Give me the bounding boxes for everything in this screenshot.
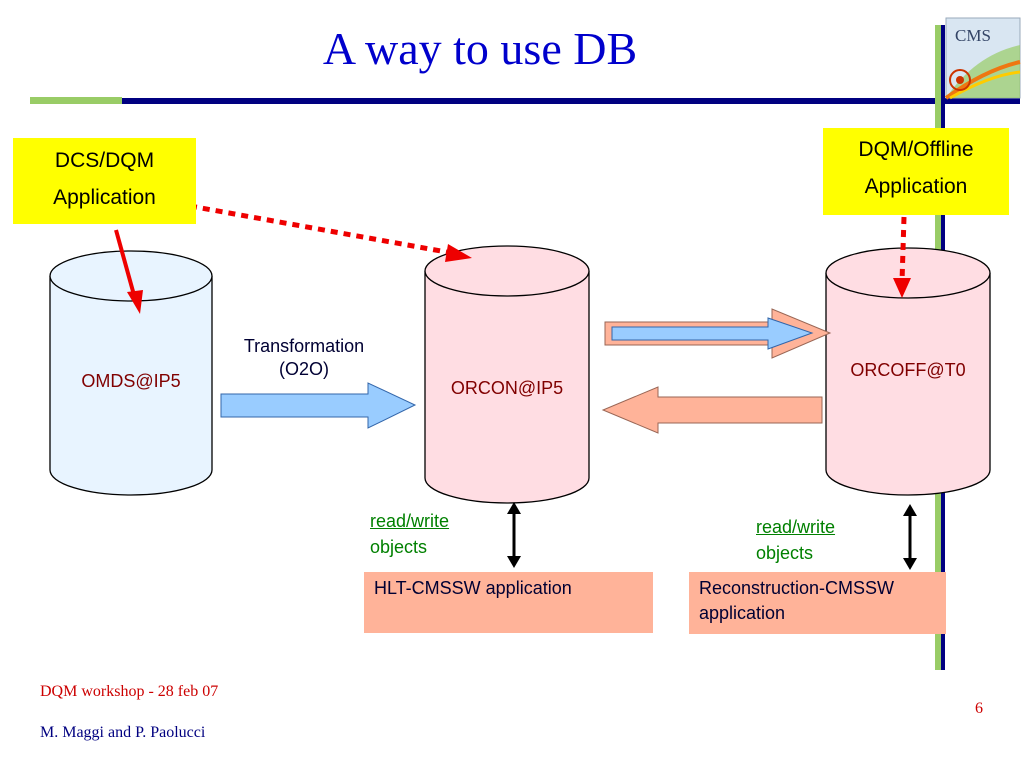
dqm-offline-label: DQM/Offline	[858, 138, 974, 161]
header-bar-green	[30, 97, 122, 104]
cms-logo-text: CMS	[955, 26, 991, 45]
dqm-offline-app-box: DQM/Offline Application	[823, 128, 1009, 215]
hlt-objects-label: objects	[370, 537, 428, 557]
orcon-to-orcoff-arrow	[604, 308, 832, 359]
page-number: 6	[975, 700, 983, 717]
reco-objects-label: objects	[756, 543, 814, 563]
transformation-text: Transformation	[243, 336, 365, 356]
reco-read-write-label: read/write	[756, 517, 836, 537]
orcoff-cylinder	[825, 247, 991, 496]
footer-event: DQM workshop - 28 feb 07	[40, 683, 219, 700]
hlt-double-arrow	[507, 502, 521, 568]
dcs-to-orcon-dotted-arrow	[189, 203, 472, 262]
omds-cylinder	[49, 250, 213, 496]
transformation-label: Transformation (O2O)	[222, 335, 386, 380]
slide-title: A way to use DB	[322, 23, 638, 74]
reco-application-label: application	[699, 603, 786, 624]
reco-cmssw-app-box: Reconstruction-CMSSW application	[689, 572, 946, 634]
dcs-dqm-app-box: DCS/DQM Application	[13, 138, 196, 224]
hlt-cmssw-label: HLT-CMSSW application	[374, 578, 572, 598]
o2o-text: (O2O)	[278, 358, 329, 379]
header-bar-dark	[122, 98, 1020, 104]
offline-to-orcoff-dotted-arrow	[893, 216, 911, 298]
dcs-to-omds-arrow	[114, 229, 143, 314]
footer-authors: M. Maggi and P. Paolucci	[40, 724, 206, 741]
orcon-cylinder	[424, 245, 590, 504]
orcoff-label: ORCOFF@T0	[850, 360, 966, 380]
reco-double-arrow	[903, 504, 917, 570]
cms-logo	[944, 17, 1021, 100]
omds-label: OMDS@IP5	[81, 371, 181, 391]
o2o-arrow	[220, 382, 417, 429]
orcoff-to-orcon-arrow	[601, 386, 823, 434]
orcon-label: ORCON@IP5	[450, 378, 564, 398]
dcs-dqm-app-label: Application	[53, 185, 156, 209]
hlt-read-write-label: read/write	[370, 511, 450, 531]
reco-cmssw-label: Reconstruction-CMSSW	[699, 578, 895, 598]
dqm-offline-app-label: Application	[864, 174, 968, 198]
dcs-dqm-label: DCS/DQM	[54, 149, 155, 172]
hlt-cmssw-app-box: HLT-CMSSW application	[364, 572, 653, 633]
